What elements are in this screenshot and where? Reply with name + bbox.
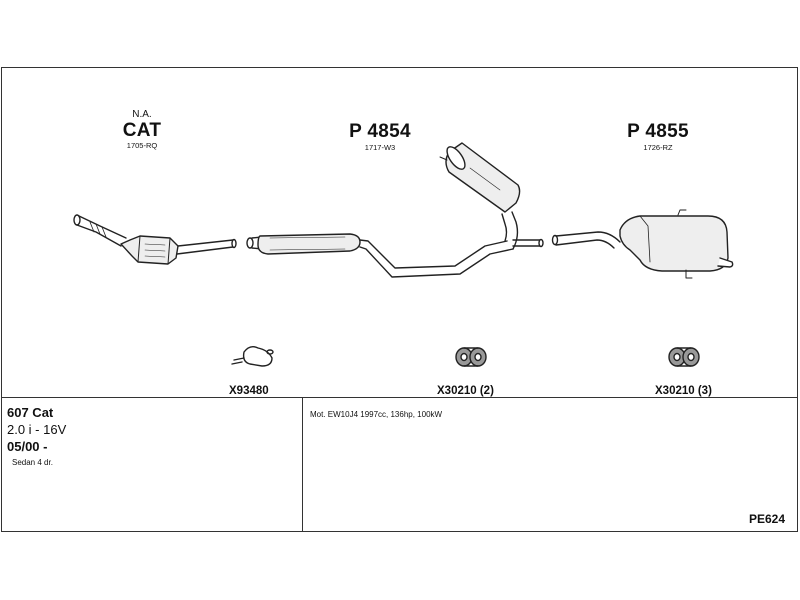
divider-vertical [302,397,303,532]
clamp-fitting [231,345,274,367]
front-downpipe [73,214,127,247]
vehicle-date: 05/00 - [7,439,48,454]
p4855-part-ref: 1726-RZ [643,142,673,152]
vehicle-body: Sedan 4 dr. [12,458,53,467]
rubber-mount-mid-label: X30210 (2) [437,385,494,397]
vehicle-info: 607 Cat 2.0 i - 16V 05/00 - Sedan 4 dr. [7,405,66,467]
middle-box [439,142,521,213]
vehicle-engine: 2.0 i - 16V [7,422,67,437]
p4854-part-name: P 4854 [349,121,411,142]
middle-silencer-pipe [246,211,544,278]
cat-part-ref: 1705-RQ [126,141,158,151]
part-label-p4855: P 4855 1726-RZ [608,122,708,152]
diagram-code: PE624 [749,512,786,526]
divider-horizontal [2,397,797,398]
part-label-cat: N.A. CAT 1705-RQ [112,109,172,151]
diagram-frame [1,67,798,532]
rear-section [551,209,734,279]
part-label-p4854: P 4854 1717-W3 [330,122,430,152]
cat-part-name: CAT [122,119,162,141]
cat-outlet-pipe [176,238,237,255]
p4855-part-name: P 4855 [627,121,689,142]
clamp-fitting-label: X93480 [229,385,269,397]
vehicle-model: 607 Cat [7,405,54,420]
cat-na-label: N.A. [132,109,152,120]
catalytic-converter [120,235,179,265]
rubber-mount-rear-label: X30210 (3) [655,385,712,397]
rubber-mount-mid [455,347,487,367]
rubber-mount-rear [668,347,700,367]
motor-spec: Mot. EW10J4 1997cc, 136hp, 100kW [310,410,443,419]
p4854-part-ref: 1717-W3 [364,142,396,152]
